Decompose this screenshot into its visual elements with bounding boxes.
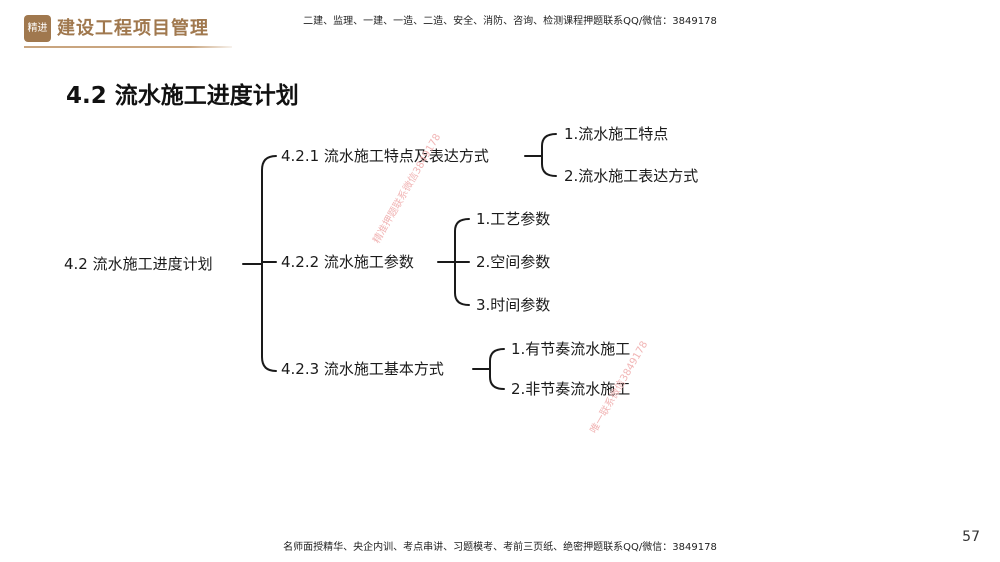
branch-3: 4.2.3 流水施工基本方式 — [281, 360, 444, 378]
brand-underline — [24, 46, 232, 48]
branch-1-child-2: 2.流水施工表达方式 — [564, 167, 699, 185]
branch3-bracket — [489, 348, 505, 390]
branch-1: 4.2.1 流水施工特点及表达方式 — [281, 147, 489, 165]
branch-2-child-1: 1.工艺参数 — [476, 210, 551, 228]
branch-2-child-2: 2.空间参数 — [476, 253, 551, 271]
top-notice: 二建、监理、一建、一造、二造、安全、消防、咨询、检测课程押题联系QQ/微信：38… — [303, 16, 717, 27]
branch-3-child-2: 2.非节奏流水施工 — [511, 380, 631, 398]
slide-title: 4.2 流水施工进度计划 — [66, 83, 299, 109]
branch-3-child-1: 1.有节奏流水施工 — [511, 340, 631, 358]
mindmap-root: 4.2 流水施工进度计划 — [64, 255, 213, 273]
branch1-bracket — [541, 133, 557, 177]
page-number: 57 — [962, 529, 980, 545]
brand-title: 建设工程项目管理 — [57, 18, 209, 39]
branch-2: 4.2.2 流水施工参数 — [281, 253, 414, 271]
branch-1-child-1: 1.流水施工特点 — [564, 125, 669, 143]
footer-notice: 名师面授精华、央企内训、考点串讲、习题模考、考前三页纸、绝密押题联系QQ/微信：… — [283, 542, 717, 553]
level1-trunk — [261, 155, 277, 372]
logo-badge: 精进 — [24, 15, 51, 42]
branch-2-child-3: 3.时间参数 — [476, 296, 551, 314]
